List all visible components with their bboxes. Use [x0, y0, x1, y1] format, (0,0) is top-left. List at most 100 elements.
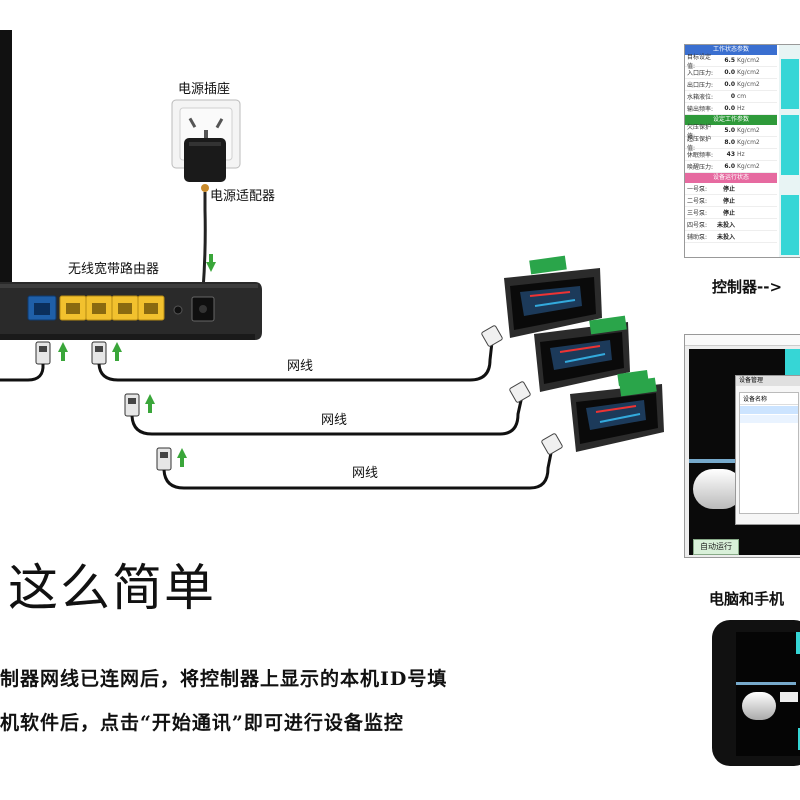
level-gauge	[779, 45, 800, 257]
arrow-up-icon	[145, 394, 155, 404]
arrow-up-icon	[58, 342, 68, 352]
param-row: 辅助泵: 未投入	[685, 231, 777, 243]
param-unit: Hz	[737, 151, 745, 158]
cable-2	[130, 395, 524, 436]
power-cable	[201, 192, 207, 291]
caption-pc-phone: 电脑和手机	[709, 590, 785, 608]
power-adapter-label: 电源适配器	[210, 189, 276, 204]
list-item[interactable]	[740, 406, 798, 414]
param-label: 输出频率:	[687, 106, 714, 113]
pc-software-panel: 自动运行 设备管理 设备名称	[684, 334, 800, 558]
param-row: 三号泵: 停止	[685, 207, 777, 219]
reset-button	[173, 305, 183, 315]
param-unit: Kg/cm2	[737, 69, 760, 76]
param-value: 6.5	[724, 57, 735, 64]
param-label: 一号泵:	[687, 186, 708, 193]
network-diagram	[0, 30, 664, 490]
param-label: 休眠频率:	[687, 152, 714, 159]
param-value: 6.0	[724, 163, 735, 170]
controller-device-2	[534, 315, 649, 392]
tank-icon	[693, 469, 743, 509]
section-header-settings: 设定工作参数	[685, 115, 777, 125]
instruction-line-2: 机软件后，点击“开始通讯”即可进行设备监控	[0, 712, 404, 734]
controller-device-3	[570, 377, 664, 452]
phone-screen	[736, 632, 800, 756]
cable-3	[162, 447, 554, 490]
param-label: 唤醒压力:	[687, 164, 714, 171]
param-value: 0.0	[724, 69, 735, 76]
section-header-status: 工作状态参数	[685, 45, 777, 55]
param-label: 二号泵:	[687, 198, 708, 205]
param-label: 四号泵:	[687, 222, 708, 229]
arrow-up-icon	[177, 448, 187, 458]
cable-label-2: 网线	[321, 413, 348, 428]
param-unit: Kg/cm2	[737, 127, 760, 134]
instruction-line-1: 制器网线已连网后，将控制器上显示的本机ID号填	[0, 668, 448, 690]
caption-controller: 控制器-->	[712, 278, 783, 296]
param-value: 0.0	[724, 81, 735, 88]
power-socket-label: 电源插座	[178, 82, 231, 97]
param-row: 四号泵: 未投入	[685, 219, 777, 231]
param-value: 5.0	[724, 127, 735, 134]
param-value: 8.0	[724, 139, 735, 146]
param-label: 超压保护值:	[687, 135, 712, 152]
rj45-plug-icon	[124, 393, 140, 417]
param-row: 二号泵: 停止	[685, 195, 777, 207]
param-value: 停止	[722, 186, 735, 193]
param-value: 未投入	[717, 234, 736, 241]
param-unit: Kg/cm2	[737, 163, 760, 170]
param-label: 水箱液位:	[687, 94, 714, 101]
cable-left	[0, 363, 45, 382]
router-label: 无线宽带路由器	[68, 262, 160, 277]
lan-ports	[59, 295, 165, 321]
auto-run-button[interactable]: 自动运行	[693, 539, 739, 555]
section-header-pumps: 设备运行状态	[685, 173, 777, 183]
rj45-plug-icon	[91, 341, 107, 365]
param-value: 43	[726, 151, 735, 158]
param-unit: Hz	[737, 105, 745, 112]
headline: 这么简单	[8, 559, 216, 617]
arrow-up-icon	[112, 342, 122, 352]
rj45-plug-icon	[156, 447, 172, 471]
tank-icon	[742, 692, 776, 720]
power-arrow-icon	[206, 262, 216, 272]
cable-1	[97, 341, 494, 382]
param-label: 出口压力:	[687, 82, 714, 89]
power-adapter-icon	[184, 138, 226, 192]
param-unit: Kg/cm2	[737, 139, 760, 146]
list-header: 设备名称	[740, 393, 798, 405]
param-label: 辅助泵:	[687, 234, 708, 241]
rj45-plug-icon	[35, 341, 51, 365]
param-label: 欠压保护值:	[687, 123, 712, 140]
param-value: 0.0	[724, 105, 735, 112]
router-antenna	[0, 30, 12, 285]
cable-label-1: 网线	[287, 359, 314, 374]
param-unit: Kg/cm2	[737, 81, 760, 88]
dialog-title: 设备管理	[736, 376, 800, 386]
param-unit: cm	[737, 93, 747, 100]
list-item[interactable]	[740, 415, 798, 423]
param-value: 停止	[722, 198, 735, 205]
device-dialog: 设备管理 设备名称	[735, 375, 800, 525]
param-label: 入口压力:	[687, 70, 714, 77]
param-row: 一号泵: 停止	[685, 183, 777, 195]
param-value: 停止	[722, 210, 735, 217]
controller-device-1	[504, 255, 602, 338]
param-value: 0	[730, 93, 735, 100]
param-label: 目标设定值:	[687, 53, 712, 70]
param-label: 三号泵:	[687, 210, 708, 217]
param-value: 未投入	[717, 222, 736, 229]
param-unit: Kg/cm2	[737, 57, 760, 64]
cable-label-3: 网线	[352, 466, 379, 481]
phone-device	[712, 620, 800, 766]
